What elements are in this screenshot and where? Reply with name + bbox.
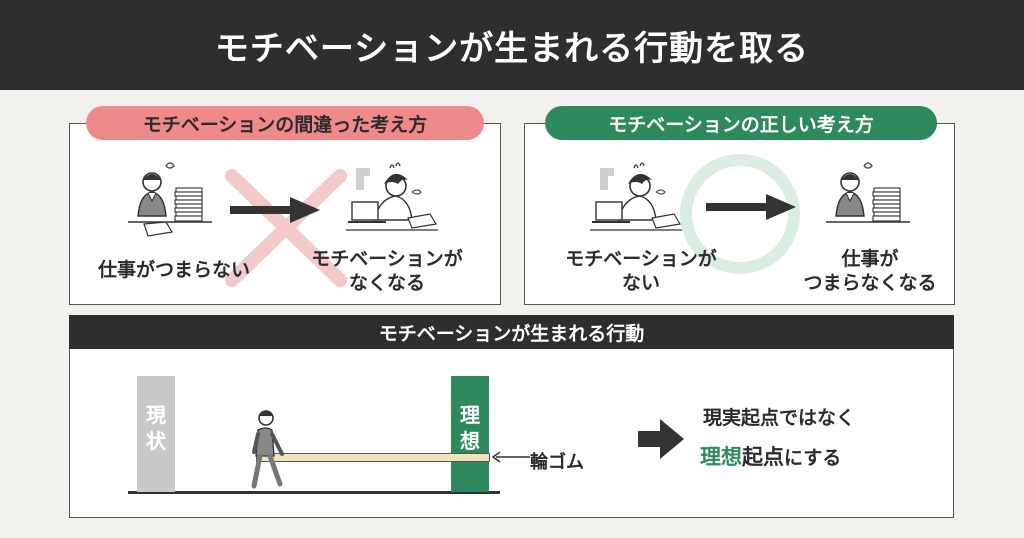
wrong-right-caption-line2: なくなる [348,272,425,294]
unmotivated-worker-icon-2 [590,162,682,231]
wrong-way-label: モチベーションの間違った考え方 [86,106,484,140]
walking-person-icon [251,410,284,489]
current-label-1: 現 [146,403,166,427]
ideal-label-2: 想 [460,429,480,453]
ideal-label-1: 理 [460,403,480,427]
unmotivated-worker-icon [346,162,438,231]
right-right-caption-line2: つまらなくなる [803,272,937,294]
wrong-right-caption-line1: モチベーションが [311,248,463,270]
page-title: モチベーションが生まれる行動を取る [0,0,1024,90]
right-left-caption-line1: モチベーションが [565,248,717,270]
current-label-2: 状 [146,429,166,453]
conclusion-kiten: 起点 [742,445,784,469]
bored-worker-icon-2 [826,162,910,223]
action-title: モチベーションが生まれる行動 [69,315,954,349]
cross-mark-icon [225,169,347,287]
wrong-left-caption: 仕事がつまらない [97,259,250,281]
arrow-right-bold-icon [638,419,684,459]
ideal-pillar: 理 想 [451,376,489,492]
conclusion-line1: 現実起点ではなく [703,407,856,429]
conclusion-line2: 理想起点にする [700,441,841,471]
pointer-arrow-icon [491,451,530,463]
arrow-right-icon [230,197,320,223]
conclusion-rest: にする [784,447,842,469]
right-right-caption-line1: 仕事が [841,248,899,270]
current-state-pillar: 現 状 [137,376,175,492]
right-way-label: モチベーションの正しい考え方 [545,106,937,140]
rubber-band [256,453,490,462]
circle-mark-icon [680,154,800,274]
conclusion-ideal: 理想 [700,445,742,469]
ground-line [128,491,500,494]
right-left-caption-line2: ない [621,272,660,294]
bored-worker-icon [128,162,212,237]
rubber-band-label: 輪ゴム [530,452,584,473]
arrow-right-icon-2 [706,194,796,220]
